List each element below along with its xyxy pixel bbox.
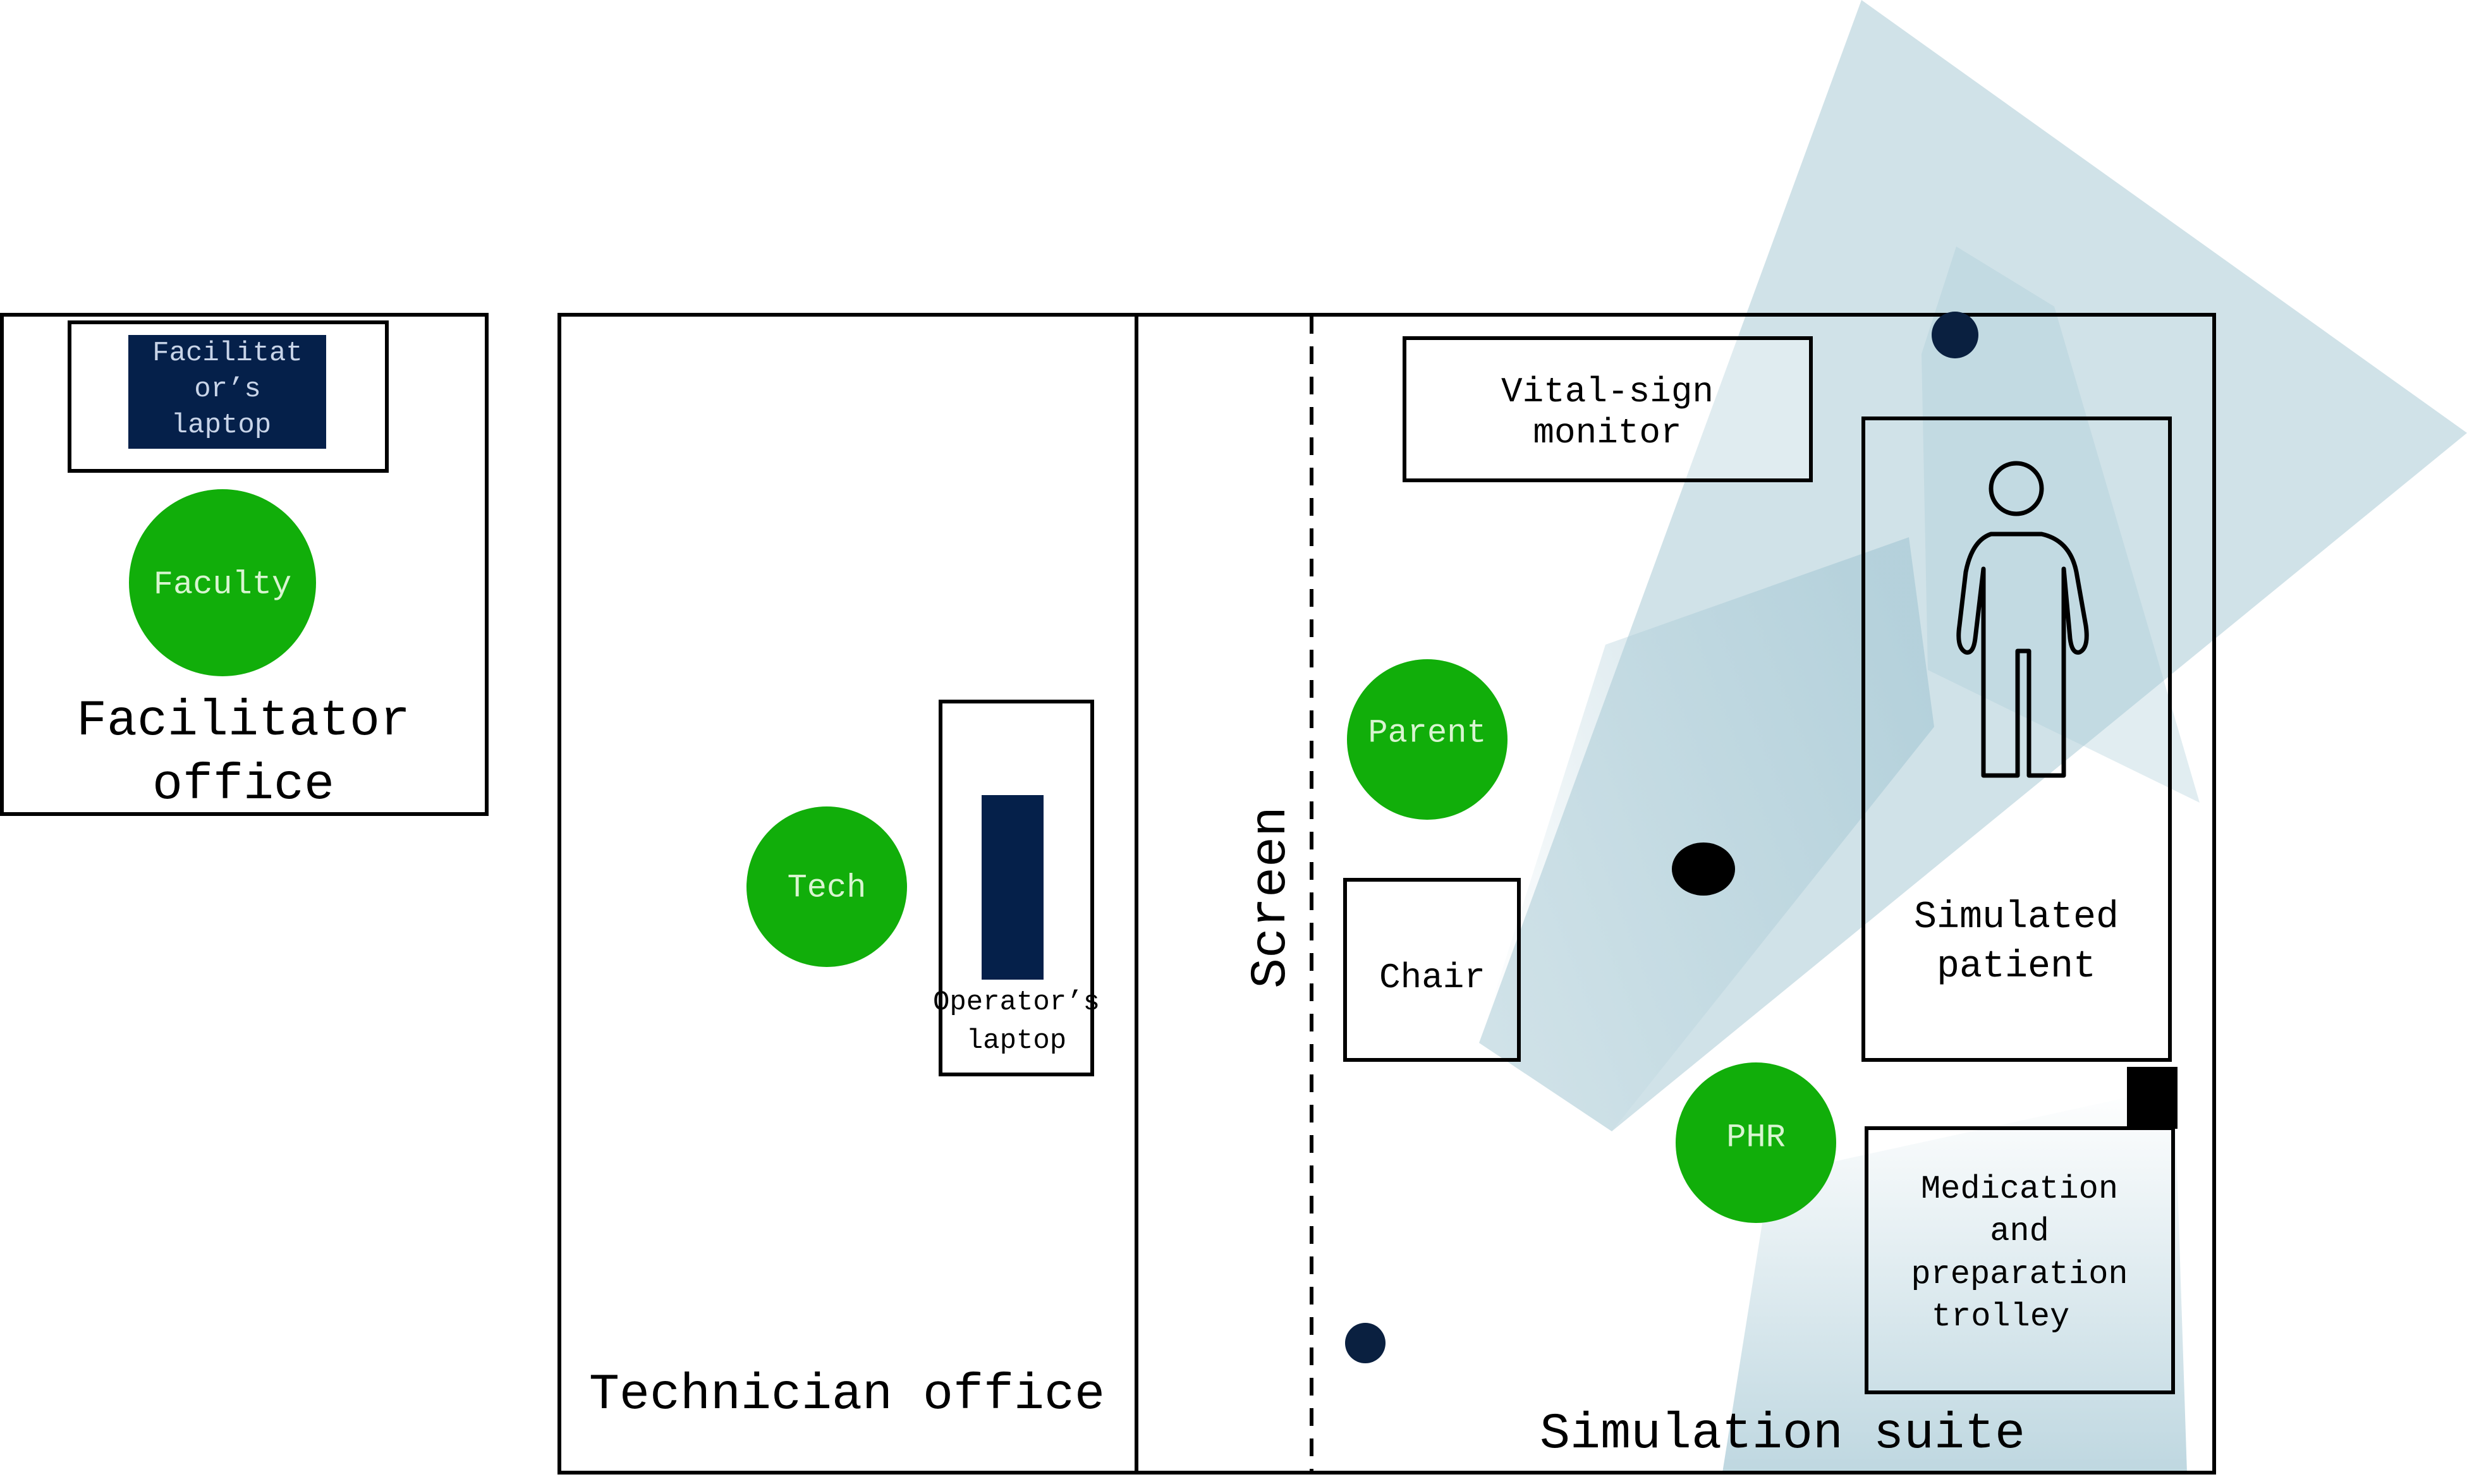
- person-tech: Tech: [746, 806, 907, 967]
- simulated-patient-bed: Simulated patient: [1861, 417, 2172, 1062]
- person-outline-icon: [1956, 461, 2089, 778]
- medication-trolley: Medication and preparation trolley: [1865, 1126, 2175, 1394]
- camera-field-of-view-bottom: [1722, 1087, 2187, 1473]
- trolley-label-4: trolley: [1932, 1298, 2069, 1335]
- operator-laptop-label-1: Operator’s: [933, 987, 1100, 1018]
- facilitator-office-label-2: office: [152, 757, 334, 814]
- tech-label: Tech: [788, 870, 867, 907]
- operator-laptop-label-2: laptop: [966, 1025, 1066, 1057]
- screen-label: Screen: [1243, 806, 1300, 988]
- facilitator-laptop-label-2: or’s: [194, 374, 261, 405]
- speaker-icon: [2127, 1067, 2178, 1129]
- operator-laptop[interactable]: [982, 795, 1044, 980]
- person-phr: PHR: [1676, 1062, 1836, 1223]
- faculty-label: Faculty: [154, 566, 291, 604]
- facilitator-laptop[interactable]: Facilitat or’s laptop: [128, 335, 326, 449]
- vital-sign-monitor-label-2: monitor: [1533, 413, 1681, 453]
- trolley-label-2: and: [1990, 1213, 2049, 1250]
- operator-desk: [939, 700, 1094, 1076]
- facilitator-laptop-label-1: Facilitat: [152, 338, 303, 369]
- person-parent: Parent: [1347, 659, 1508, 820]
- phr-label: PHR: [1726, 1119, 1786, 1157]
- trolley-label-3: preparation: [1911, 1256, 2128, 1293]
- vital-sign-monitor: Vital-sign monitor: [1403, 336, 1813, 482]
- vital-sign-monitor-label-1: Vital-sign: [1501, 372, 1714, 412]
- camera-icon: [1345, 1323, 1386, 1363]
- technician-office-label: Technician office: [589, 1366, 1105, 1424]
- facilitator-laptop-label-3: laptop: [171, 410, 271, 441]
- simulated-patient-label-2: patient: [1937, 946, 2096, 988]
- simulated-patient-label-1: Simulated: [1914, 896, 2119, 939]
- camera-field-of-view-top: [1922, 246, 2200, 803]
- camera-icon: [1932, 312, 1978, 358]
- camera-field-of-view-left-fade: [1479, 537, 1934, 1131]
- technician-office: Tech Operator’s laptop Technician office: [557, 313, 1138, 1475]
- simulation-suite: Screen Vital-sign monitor Parent Chair S: [1135, 312, 2216, 1475]
- facilitator-office: Facilitat or’s laptop Faculty Facilitato…: [0, 313, 489, 816]
- person-faculty: Faculty: [129, 489, 316, 676]
- parent-label: Parent: [1368, 715, 1486, 752]
- facilitator-office-label-1: Facilitator: [76, 693, 410, 750]
- trolley-label-1: Medication: [1921, 1171, 2118, 1208]
- simulation-suite-label: Simulation suite: [1540, 1406, 2025, 1463]
- chair-label: Chair: [1379, 958, 1485, 998]
- chair: Chair: [1343, 878, 1521, 1062]
- facilitator-desk: [68, 320, 389, 473]
- microphone-icon: [1672, 842, 1735, 896]
